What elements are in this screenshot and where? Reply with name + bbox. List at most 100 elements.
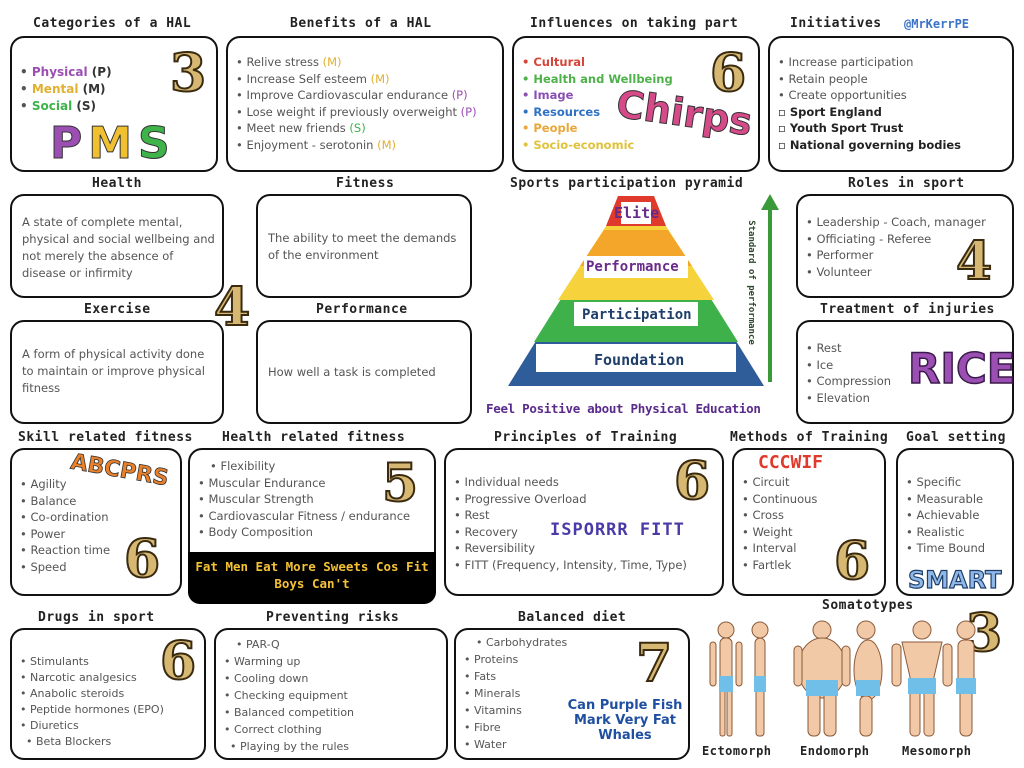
risk-item: Warming up xyxy=(224,653,354,670)
influences-title: Influences on taking part xyxy=(530,16,739,31)
somatotype-endomorph: Endomorph xyxy=(800,744,870,758)
performance-definition: How well a task is completed xyxy=(268,365,436,379)
pyramid-level-performance: Performance xyxy=(586,259,679,275)
health-box: A state of complete mental, physical and… xyxy=(10,194,224,298)
influence-item: Health and Wellbeing xyxy=(522,71,672,88)
risks-title: Preventing risks xyxy=(266,610,400,625)
principles-mnemonic: ISPORRR FITT xyxy=(550,520,685,540)
injuries-mnemonic: RICE xyxy=(907,344,1016,393)
pyramid-axis-label: Standard of performance xyxy=(745,220,756,345)
principle-item: Reversibility xyxy=(454,540,687,557)
injury-item: Rest xyxy=(806,340,891,357)
goal-item: Achievable xyxy=(906,507,985,524)
diet-number: 7 xyxy=(635,633,673,694)
cat-hal-item: Mental (M) xyxy=(20,81,112,98)
drug-item: Peptide hormones (EPO) xyxy=(20,702,164,718)
initiative-org: Youth Sport Trust xyxy=(778,120,961,137)
principles-number: 6 xyxy=(673,451,711,512)
fitness-definition: The ability to meet the demands of the e… xyxy=(268,231,457,262)
health-title: Health xyxy=(92,176,142,191)
risk-item: Cooling down xyxy=(224,670,354,687)
goal-item: Time Bound xyxy=(906,540,985,557)
diet-item: Proteins xyxy=(464,651,567,668)
health-fit-item: Muscular Endurance xyxy=(198,475,410,492)
benefit-item: Meet new friends (S) xyxy=(236,120,477,137)
benefit-item: Relive stress (M) xyxy=(236,54,477,71)
influences-box: Cultural Health and Wellbeing Image Reso… xyxy=(512,36,760,172)
drugs-title: Drugs in sport xyxy=(38,610,155,625)
initiatives-box: Increase participation Retain people Cre… xyxy=(768,36,1014,172)
influence-item: Socio-economic xyxy=(522,137,673,154)
diet-item: Vitamins xyxy=(464,702,567,719)
influence-item: Image xyxy=(522,87,673,104)
health-fit-item: Flexibility xyxy=(210,458,410,475)
principles-title: Principles of Training xyxy=(494,430,678,445)
principle-item: Individual needs xyxy=(454,474,687,491)
cat-hal-item: Social (S) xyxy=(20,98,112,115)
somatotype-ectomorph: Ectomorph xyxy=(702,744,772,758)
skill-item: Co-ordination xyxy=(20,509,110,526)
performance-box: How well a task is completed xyxy=(256,320,472,424)
cat-hal-item: Physical (P) xyxy=(20,64,112,81)
influence-item: Cultural xyxy=(522,54,673,71)
exercise-title: Exercise xyxy=(84,302,151,317)
injuries-title: Treatment of injuries xyxy=(820,302,995,317)
roles-box: Leadership - Coach, manager Officiating … xyxy=(796,194,1014,298)
health-fit-item: Body Composition xyxy=(198,524,410,541)
injury-item: Elevation xyxy=(806,390,891,407)
cat-hal-number: 3 xyxy=(169,43,207,104)
drug-item: Narcotic analgesics xyxy=(20,670,164,686)
initiative-item: Retain people xyxy=(778,71,961,88)
pyramid-mnemonic: Feel Positive about Physical Education xyxy=(486,401,761,416)
benefits-title: Benefits of a HAL xyxy=(290,16,432,31)
goal-item: Realistic xyxy=(906,524,985,541)
health-fit-item: Cardiovascular Fitness / endurance xyxy=(198,508,410,525)
drug-item: Anabolic steroids xyxy=(20,686,164,702)
somatotype-figures xyxy=(709,620,976,737)
principle-item: Rest xyxy=(454,507,687,524)
influences-number: 6 xyxy=(709,43,747,104)
benefit-item: Lose weight if previously overweight (P) xyxy=(236,104,476,121)
benefit-item: Improve Cardiovascular endurance (P) xyxy=(236,87,477,104)
methods-title: Methods of Training xyxy=(730,430,889,445)
health-fit-title: Health related fitness xyxy=(222,430,406,445)
initiative-item: Create opportunities xyxy=(778,87,961,104)
method-item: Continuous xyxy=(742,491,817,508)
health-fit-box: Flexibility Muscular Endurance Muscular … xyxy=(188,448,436,604)
skill-item: Reaction time xyxy=(20,542,110,559)
goal-box: Specific Measurable Achievable Realistic… xyxy=(896,448,1014,596)
drugs-box: Stimulants Narcotic analgesics Anabolic … xyxy=(10,628,206,760)
skill-item: Power xyxy=(20,526,110,543)
benefit-item: Enjoyment - serotonin (M) xyxy=(236,137,477,154)
role-item: Leadership - Coach, manager xyxy=(806,214,985,231)
roles-title: Roles in sport xyxy=(848,176,965,191)
method-item: Fartlek xyxy=(742,557,817,574)
health-fit-mnemonic: Fat Men Eat More Sweets Cos Fit Boys Can… xyxy=(188,552,436,604)
drugs-number: 6 xyxy=(159,631,197,692)
principle-item: Recovery xyxy=(454,524,687,541)
diet-item: Minerals xyxy=(464,685,567,702)
methods-box: Circuit Continuous Cross Weight Interval… xyxy=(732,448,886,596)
fitness-box: The ability to meet the demands of the e… xyxy=(256,194,472,298)
initiative-item: Increase participation xyxy=(778,54,961,71)
injury-item: Compression xyxy=(806,373,891,390)
risk-item: Balanced competition xyxy=(224,704,354,721)
skill-item: Speed xyxy=(20,559,110,576)
benefits-box: Relive stress (M) Increase Self esteem (… xyxy=(226,36,504,172)
diet-item: Water xyxy=(464,736,567,753)
participation-pyramid xyxy=(508,194,779,386)
diet-item: Fats xyxy=(464,668,567,685)
health-definition: A state of complete mental, physical and… xyxy=(22,215,215,280)
risk-item: Playing by the rules xyxy=(230,738,354,755)
exercise-definition: A form of physical activity done to main… xyxy=(22,347,205,395)
risk-item: Correct clothing xyxy=(224,721,354,738)
cat-hal-box: Physical (P) Mental (M) Social (S) 3 PMS xyxy=(10,36,218,172)
benefit-item: Increase Self esteem (M) xyxy=(236,71,477,88)
exercise-box: A form of physical activity done to main… xyxy=(10,320,224,424)
methods-mnemonic: CCCWIF xyxy=(758,452,824,473)
somatotypes-title: Somatotypes xyxy=(822,598,914,613)
somatotype-mesomorph: Mesomorph xyxy=(902,744,972,758)
risk-item: Checking equipment xyxy=(224,687,354,704)
drug-item: Stimulants xyxy=(20,654,164,670)
